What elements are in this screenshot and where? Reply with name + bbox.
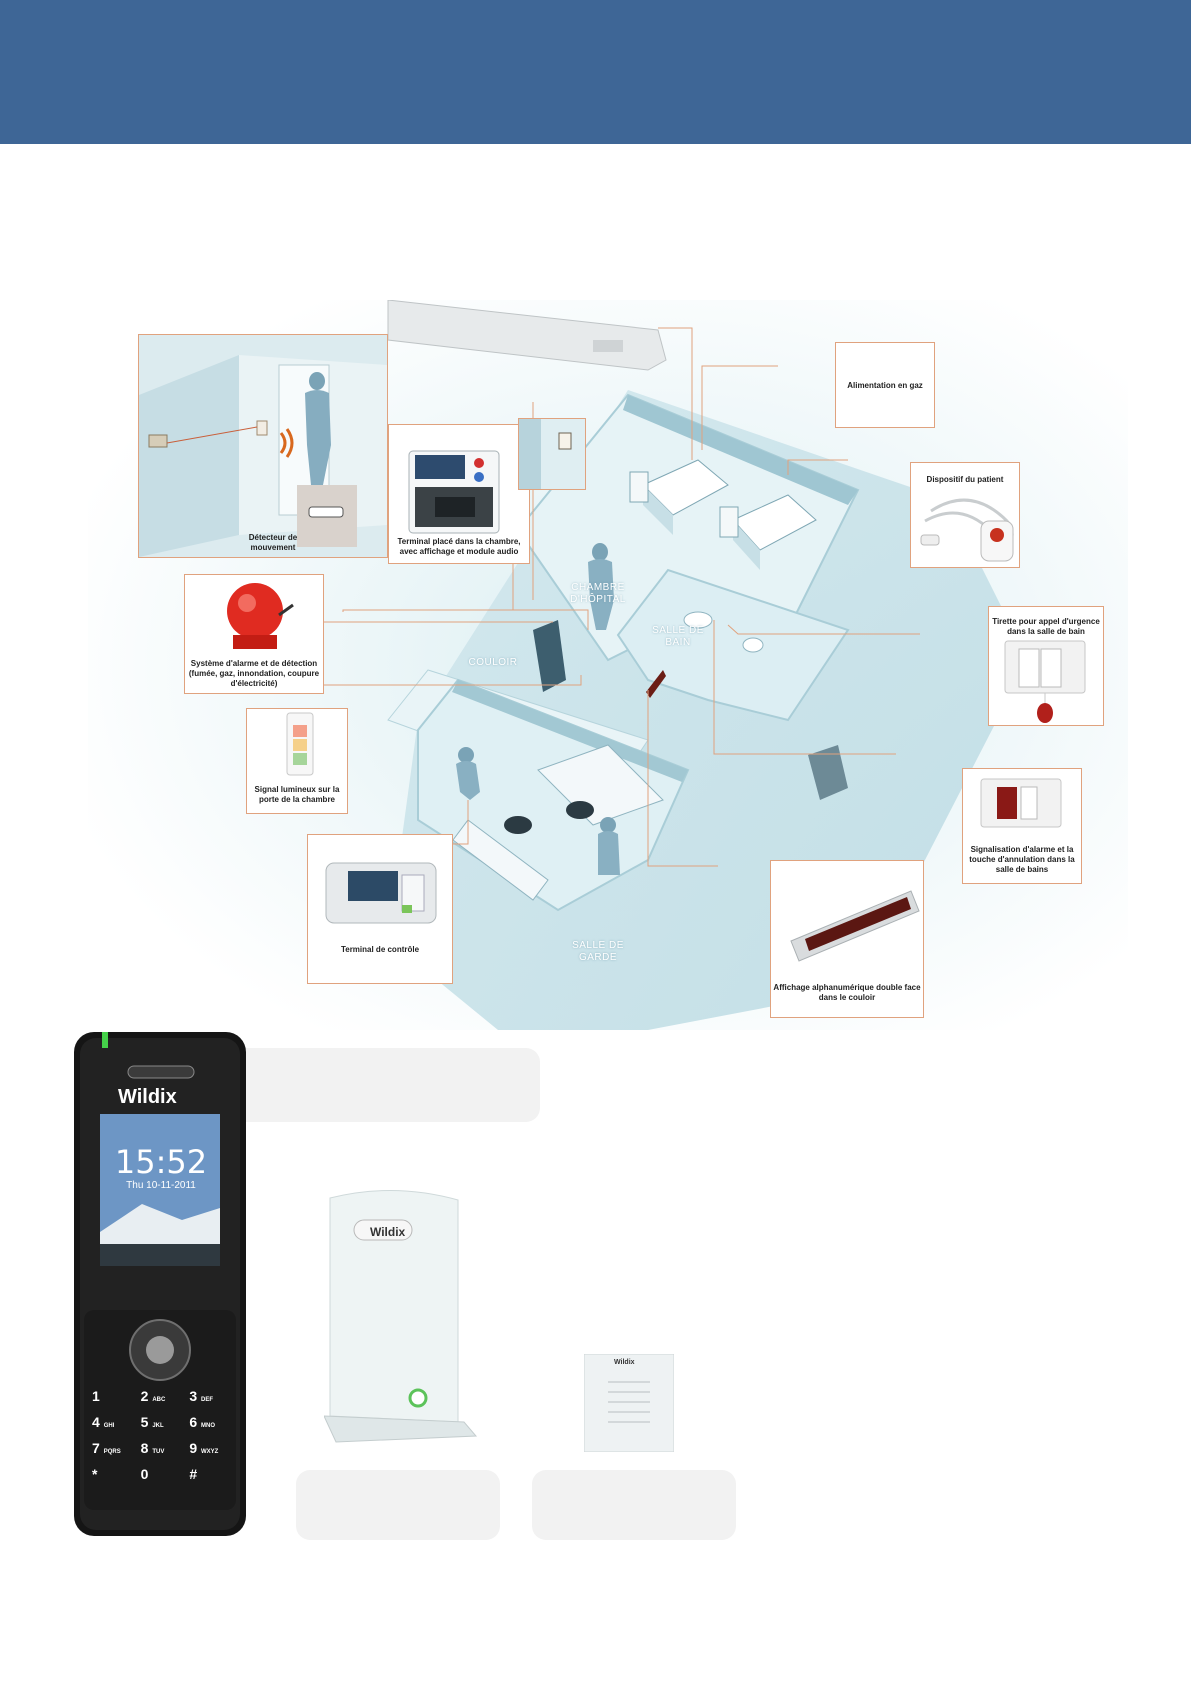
caption-alimentation-gaz: Alimentation en gaz bbox=[847, 381, 923, 390]
hospital-illustration: CHAMBRE D'HÔPITAL SALLE DE BAIN COULOIR … bbox=[88, 300, 1128, 1030]
area-label-salle-de-garde: SALLE DE GARDE bbox=[572, 940, 624, 963]
keypad-key: 5 JKL bbox=[140, 1414, 164, 1430]
handset-date: Thu 10-11-2011 bbox=[126, 1180, 196, 1191]
caption-affichage: Affichage alphanumérique double face dan… bbox=[773, 983, 921, 1002]
callout-affichage: Affichage alphanumérique double face dan… bbox=[770, 860, 924, 1018]
repeater-brand: Wildix bbox=[614, 1359, 635, 1366]
callout-dispositif-patient: Dispositif du patient bbox=[910, 462, 1020, 568]
caption-box-base-station bbox=[296, 1470, 500, 1540]
caption-dispositif-patient: Dispositif du patient bbox=[926, 475, 1004, 484]
control-terminal-illustration bbox=[325, 862, 437, 924]
alarm-bell-illustration bbox=[227, 583, 294, 649]
keypad-key: * bbox=[92, 1466, 98, 1482]
keypad-key: # bbox=[189, 1466, 198, 1482]
motion-sensor-illustration bbox=[139, 355, 387, 557]
dect-repeater-image bbox=[584, 1354, 674, 1452]
caption-box-repeater bbox=[532, 1470, 736, 1540]
keypad-key: 2 ABC bbox=[140, 1388, 166, 1404]
caption-detecteur: Détecteur de mouvement bbox=[248, 533, 298, 552]
header-band bbox=[0, 0, 1191, 144]
callout-tirette: Tirette pour appel d'urgence dans la sal… bbox=[988, 606, 1104, 726]
caption-signal-lumineux: Signal lumineux sur la porte de la chamb… bbox=[254, 785, 340, 804]
callout-alimentation-gaz: Alimentation en gaz bbox=[835, 342, 935, 428]
caption-signalisation: Signalisation d'alarme et la touche d'an… bbox=[969, 845, 1075, 874]
callout-door-detail bbox=[518, 418, 586, 490]
keypad-key: 0 bbox=[140, 1466, 149, 1482]
area-label-salle-de-bain: SALLE DE BAIN bbox=[652, 625, 704, 648]
keypad-key: 6 MNO bbox=[189, 1414, 216, 1430]
keypad-key: 3 DEF bbox=[189, 1388, 214, 1404]
dect-handset-image bbox=[74, 1032, 246, 1536]
callout-terminal-chambre: Terminal placé dans la chambre, avec aff… bbox=[388, 424, 530, 564]
callout-detecteur: Détecteur de mouvement bbox=[138, 334, 388, 558]
callout-terminal-controle: Terminal de contrôle bbox=[307, 834, 453, 984]
base-station-brand: Wildix bbox=[370, 1225, 406, 1239]
caption-box-phone bbox=[232, 1048, 540, 1122]
callout-signal-lumineux: Signal lumineux sur la porte de la chamb… bbox=[246, 708, 348, 814]
door-light-illustration bbox=[286, 712, 314, 776]
led-display-illustration bbox=[790, 890, 920, 962]
area-label-couloir: COULOIR bbox=[468, 657, 518, 668]
bed-2 bbox=[719, 494, 817, 570]
handset-brand: Wildix bbox=[118, 1086, 177, 1108]
caption-systeme-alarme: Système d'alarme et de détection (fumée,… bbox=[188, 659, 320, 688]
callout-signalisation: Signalisation d'alarme et la touche d'an… bbox=[962, 768, 1082, 884]
caption-terminal-controle: Terminal de contrôle bbox=[340, 945, 420, 954]
area-label-chambre: CHAMBRE D'HÔPITAL bbox=[570, 582, 626, 605]
keypad-key: 1 bbox=[92, 1388, 100, 1404]
room-terminal-illustration bbox=[408, 450, 500, 534]
keypad-key: 4 GHI bbox=[92, 1414, 115, 1430]
keypad-key: 9 WXYZ bbox=[189, 1440, 219, 1456]
door-sensor-illustration bbox=[519, 419, 572, 489]
callout-systeme-alarme: Système d'alarme et de détection (fumée,… bbox=[184, 574, 324, 694]
caption-terminal-chambre: Terminal placé dans la chambre, avec aff… bbox=[397, 537, 521, 556]
dect-base-station-image bbox=[324, 1190, 478, 1443]
pull-cord-switch-illustration bbox=[1004, 640, 1086, 723]
bathroom-alarm-illustration bbox=[980, 778, 1062, 828]
bed-1 bbox=[629, 459, 729, 535]
keypad-key: 7 PQRS bbox=[92, 1440, 121, 1456]
patient-device-illustration bbox=[920, 498, 1014, 562]
caption-tirette: Tirette pour appel d'urgence dans la sal… bbox=[992, 617, 1100, 636]
handset-time: 15:52 bbox=[114, 1143, 208, 1181]
keypad-key: 8 TUV bbox=[140, 1440, 165, 1456]
handset-keypad: 1 2 ABC 3 DEF 4 GHI 5 JKL 6 MNO 7 PQRS 8… bbox=[92, 1388, 238, 1482]
